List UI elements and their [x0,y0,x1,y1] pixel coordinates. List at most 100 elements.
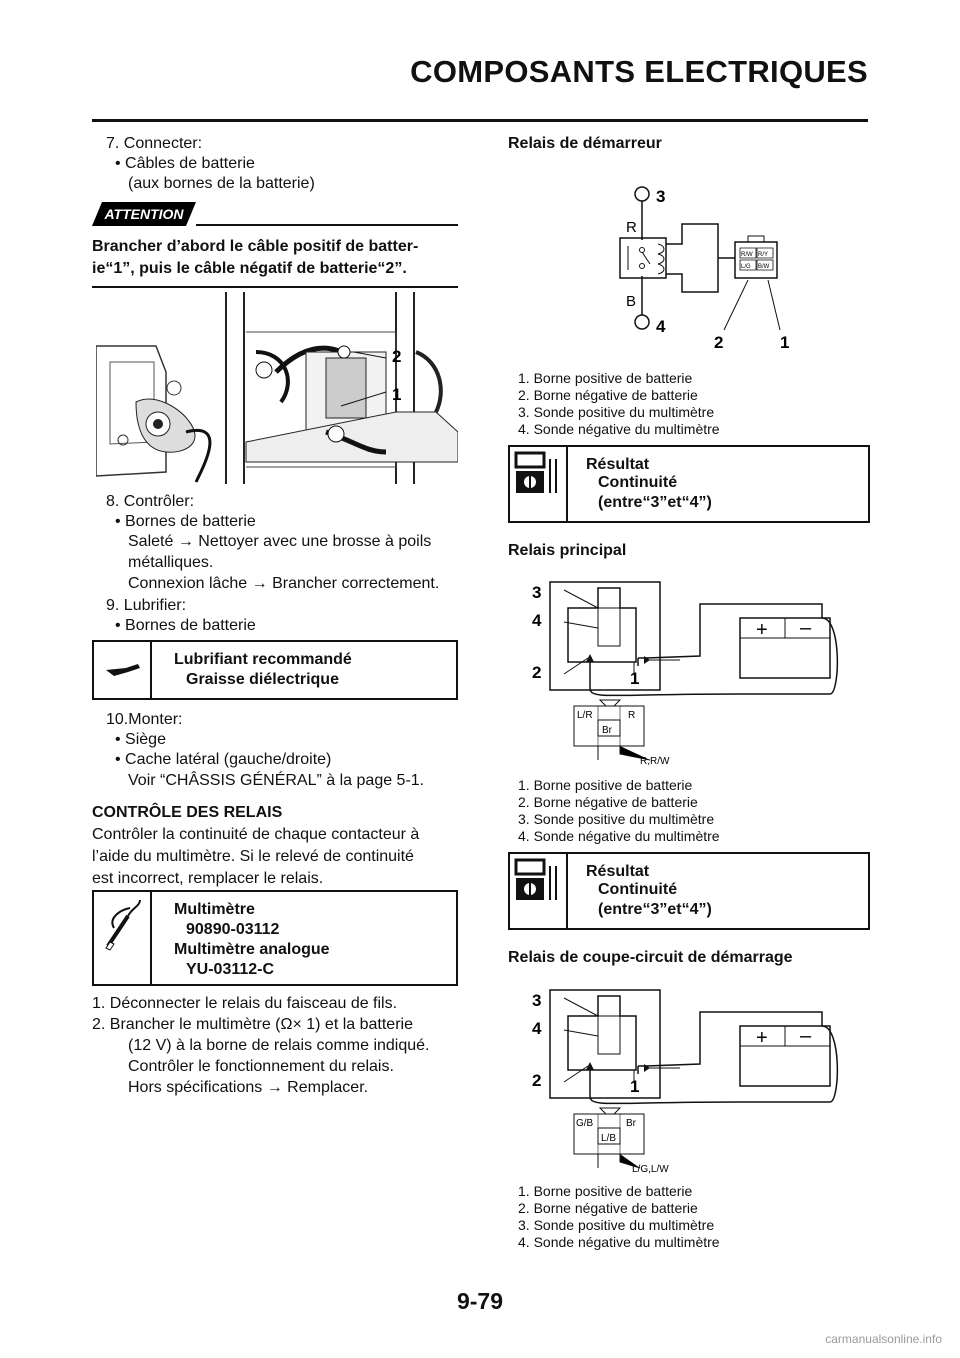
relay-step-1: 1. Déconnecter le relais du faisceau de … [92,995,398,1012]
starter-legend-3: 3. Sonde positive du multimètre [518,404,715,420]
cutoff-legend: 1. Borne positive de batterie 2. Borne n… [518,1183,720,1251]
photo-label-2: 2 [392,347,401,366]
relay-step-2: 2. Brancher le multimètre (Ω× 1) et la b… [92,1016,413,1033]
cutoff-label-2: 2 [532,1071,541,1090]
starter-result-box: Résultat Continuité (entre“3”et“4”) [508,445,870,523]
cutoff-legend-3: 3. Sonde positive du multimètre [518,1217,715,1233]
starter-label-2: 2 [714,333,723,352]
attention-rule [196,224,458,226]
main-legend-2: 2. Borne négative de batterie [518,794,698,810]
step-10: 10.Monter: [106,711,183,728]
step-10-seat: • Siège [115,731,166,748]
section-text-3: est incorrect, remplacer le relais. [92,870,324,887]
multimeter-probe-icon [105,899,141,951]
section-text-1: Contrôler la continuité de chaque contac… [92,826,420,843]
lubricant-value: Graisse diélectrique [186,671,339,688]
main-conn-1: L/R [577,710,593,721]
starter-label-r: R [626,219,637,236]
starter-conn-2: R/Y [758,252,768,258]
main-legend: 1. Borne positive de batterie 2. Borne n… [518,777,720,845]
main-result-detail: (entre“3”et“4”) [598,901,712,918]
battery-photo: 2 1 [96,292,458,484]
cutoff-conn-3: L/B [601,1133,616,1144]
step-7: 7. Connecter: [106,135,203,152]
cutoff-legend-1: 1. Borne positive de batterie [518,1183,693,1199]
relay-step-2-spec: Hors spécifications → Remplacer. [128,1079,369,1096]
main-result-divider [566,854,568,928]
starter-legend-4: 4. Sonde négative du multimètre [518,421,720,437]
attention-line-1: Brancher d’abord le câble positif de bat… [92,238,419,255]
main-conn-4: R,R/W [640,756,670,767]
starter-label-3: 3 [656,187,665,206]
section-title: CONTRÔLE DES RELAIS [92,804,283,821]
starter-relay-title: Relais de démarreur [508,135,662,152]
main-result-title: Résultat [586,863,650,880]
starter-result-title: Résultat [586,456,650,473]
starter-conn-3: L/G [741,264,751,270]
tool-box-divider [150,892,152,984]
cutoff-plus: + [756,1027,768,1049]
page-title: COMPOSANTS ELECTRIQUES [410,54,868,89]
main-label-3: 3 [532,583,541,602]
starter-conn-1: R/W [741,252,753,258]
relay-step-2-cont: (12 V) à la borne de relais comme indiqu… [128,1037,430,1054]
section-text-2: l’aide du multimètre. Si le relevé de co… [92,848,414,865]
attention-text: Brancher d’abord le câble positif de bat… [92,236,462,280]
starter-legend-2: 2. Borne négative de batterie [518,387,698,403]
tool-name-1: Multimètre [174,901,255,918]
main-minus: – [800,617,812,639]
starter-relay-diagram: R/W R/Y L/G B/W 3 4 R B 2 1 [619,186,789,352]
starter-result-detail: (entre“3”et“4”) [598,494,712,511]
lubricant-box-divider [150,642,152,698]
header-rule [92,119,868,122]
step-8-item: • Bornes de batterie [115,513,256,530]
cutoff-conn-4: L/G,L/W [632,1164,669,1175]
page-number: 9-79 [456,1288,504,1314]
starter-result-value: Continuité [598,474,678,491]
main-conn-3: Br [602,725,613,736]
main-relay-title: Relais principal [508,542,627,559]
cutoff-label-4: 4 [532,1019,542,1038]
cutoff-conn-1: G/B [576,1118,594,1129]
main-result-value: Continuité [598,881,678,898]
cutoff-minus: – [800,1025,812,1047]
step-8-dirt-cont: métalliques. [128,554,214,571]
cutoff-relay-title: Relais de coupe-circuit de démarrage [508,949,793,966]
cutoff-legend-2: 2. Borne négative de batterie [518,1200,698,1216]
ohmmeter-icon [514,451,557,493]
tool-box: Multimètre 90890-03112 Multimètre analog… [92,890,458,986]
lubricant-box: Lubrifiant recommandé Graisse diélectriq… [92,640,458,700]
cutoff-label-1: 1 [630,1077,639,1096]
step-8-loose: Connexion lâche → Brancher correctement. [128,575,440,592]
tool-number-2: YU-03112-C [186,961,275,978]
starter-label-b: B [626,293,636,310]
main-label-4: 4 [532,611,542,630]
ohmmeter-icon [514,858,557,900]
main-relay-diagram: + – 3 4 2 1 L/R R Br R,R/W [532,581,839,767]
starter-legend-1: 1. Borne positive de batterie [518,370,693,386]
starter-label-4: 4 [656,317,666,336]
starter-label-1: 1 [780,333,789,352]
watermark[interactable]: carmanualsonline.info [825,1332,942,1346]
lubricant-title: Lubrifiant recommandé [174,651,352,668]
step-9-item: • Bornes de batterie [115,617,256,634]
main-legend-4: 4. Sonde négative du multimètre [518,828,720,844]
main-plus: + [756,619,768,641]
attention-line-2: ie“1”, puis le câble négatif de batterie… [92,260,407,277]
attention-badge: ATTENTION [92,202,196,226]
starter-legend: 1. Borne positive de batterie 2. Borne n… [518,370,720,438]
step-8-dirt: Saleté → Nettoyer avec une brosse à poil… [128,533,432,550]
tool-name-2: Multimètre analogue [174,941,330,958]
starter-conn-4: B/W [758,264,770,270]
step-9: 9. Lubrifier: [106,597,187,614]
main-label-2: 2 [532,663,541,682]
step-7-detail: (aux bornes de la batterie) [128,175,315,192]
step-10-cover: • Cache latéral (gauche/droite) [115,751,332,768]
tool-number-1: 90890-03112 [186,921,280,938]
step-7-item: • Câbles de batterie [115,155,255,172]
main-label-1: 1 [630,669,639,688]
relay-step-2-check: Contrôler le fonctionnement du relais. [128,1058,394,1075]
cutoff-legend-4: 4. Sonde négative du multimètre [518,1234,720,1250]
cutoff-relay-diagram: + – 3 4 2 1 G/B Br L/B L/G,L/W [532,989,839,1175]
main-legend-1: 1. Borne positive de batterie [518,777,693,793]
